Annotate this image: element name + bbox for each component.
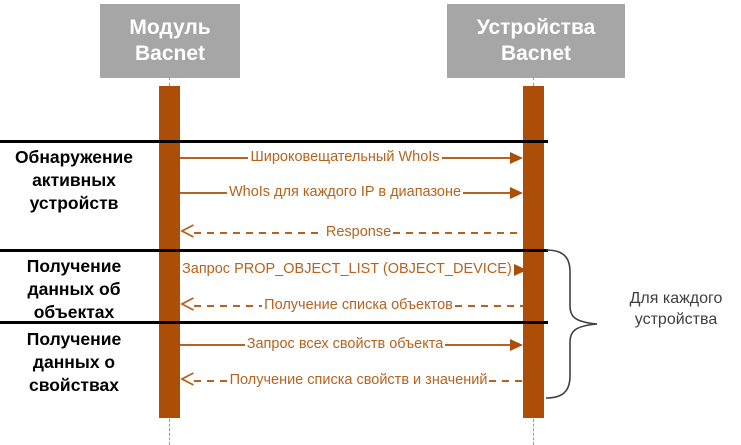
message-label: WhoIs для каждого IP в диапазоне (228, 183, 462, 200)
section-label-object-data: Получение данных об объектах (26, 256, 122, 322)
activation-bar-module (159, 86, 180, 418)
section-divider (0, 140, 548, 143)
arrowhead-left-icon (180, 296, 196, 317)
lifeline-connector (169, 77, 170, 86)
message-broadcast-whois: Широковещательный WhoIs (180, 147, 524, 169)
section-divider (0, 249, 548, 252)
message-request-object-list: Запрос PROP_OBJECT_LIST (OBJECT_DEVICE) (180, 259, 527, 281)
arrow-line (489, 380, 523, 382)
message-response: Response (180, 222, 524, 244)
message-label: Response (325, 223, 392, 240)
arrow-line (454, 305, 524, 307)
for-each-device-brace-icon (545, 249, 598, 399)
arrowhead-right-icon (513, 264, 527, 276)
section-label-property-data: Получение данных о свойствах (26, 329, 122, 395)
arrow-line (180, 192, 227, 194)
arrow-line (463, 192, 511, 194)
arrowhead-right-icon (510, 152, 524, 164)
activation-bar-devices (523, 86, 544, 418)
section-label-discovery: Обнаружение активных устройств (14, 147, 134, 213)
lifeline-connector (533, 77, 534, 86)
arrowhead-right-icon (510, 187, 524, 199)
arrowhead-right-icon (510, 339, 524, 351)
arrow-line (441, 157, 511, 159)
message-label: Широковещательный WhoIs (250, 148, 440, 165)
arrowhead-left-icon (180, 223, 196, 244)
arrowhead-left-icon (180, 371, 196, 392)
arrow-line (445, 344, 511, 346)
message-receive-object-list: Получение списка объектов (180, 295, 524, 317)
arrow-line (393, 232, 524, 234)
lifeline-tail (533, 419, 534, 445)
lifeline-tail (169, 419, 170, 445)
arrow-line (194, 305, 263, 307)
arrow-line (180, 157, 249, 159)
arrow-line (194, 380, 228, 382)
message-label: Получение списка объектов (264, 296, 453, 313)
message-whois-each-ip: WhoIs для каждого IP в диапазоне (180, 182, 524, 204)
message-receive-properties-values: Получение списка свойств и значений (180, 370, 523, 392)
actor-label: Модуль Bacnet (129, 15, 211, 65)
message-label: Запрос всех свойств объекта (246, 335, 444, 352)
actor-devices-bacnet: Устройства Bacnet (447, 4, 625, 78)
actor-module-bacnet: Модуль Bacnet (100, 4, 240, 78)
for-each-device-label: Для каждого устройства (629, 290, 723, 328)
arrow-line (180, 344, 245, 346)
section-divider (0, 321, 548, 324)
message-label: Запрос PROP_OBJECT_LIST (OBJECT_DEVICE) (182, 260, 512, 277)
arrow-line (194, 232, 324, 234)
message-label: Получение списка свойств и значений (229, 371, 488, 388)
actor-label: Устройства Bacnet (476, 15, 596, 65)
message-request-all-properties: Запрос всех свойств объекта (180, 334, 524, 356)
